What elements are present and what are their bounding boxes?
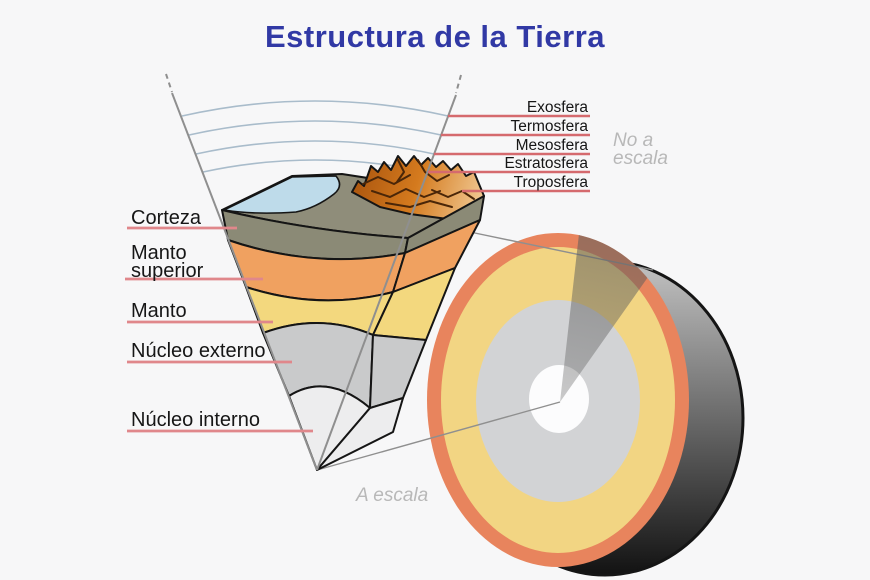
atmosphere-label-troposfera: Troposfera (514, 174, 589, 191)
ocean-surface (223, 175, 341, 214)
layer-label-lines (125, 226, 313, 433)
layer-label-manto-superior-line1: Manto (131, 242, 187, 264)
layer-label-manto-superior-line2: superior (131, 260, 204, 282)
atmosphere-arcs (181, 100, 449, 173)
sight-lines (165, 73, 462, 471)
atmosphere-arc (195, 140, 435, 155)
right-sight-line-dashed (455, 74, 462, 94)
not-to-scale-line1: No a (613, 130, 653, 151)
to-scale-note: A escala (355, 485, 428, 506)
layer-label-manto: Manto (131, 300, 187, 322)
not-to-scale-note: No a escala (613, 130, 668, 169)
disc-wedge-sector (560, 233, 660, 402)
center-connector-line (316, 401, 561, 471)
disc-inner-core (529, 365, 589, 433)
scale-earth-disc (427, 233, 745, 577)
left-sight-line (171, 92, 318, 471)
mountain-ridge-line (417, 159, 450, 182)
layer-label-nucleo-externo: Núcleo externo (131, 340, 266, 362)
mountain-ridge-lines (362, 159, 475, 208)
layer-label-corteza: Corteza (131, 207, 202, 229)
not-to-scale-line2: escala (613, 148, 668, 169)
atmosphere-label-exosfera: Exosfera (527, 99, 589, 116)
mountain-ridge-line (431, 189, 475, 200)
mountain-ridge-line (371, 188, 441, 198)
right-sight-line (316, 94, 457, 471)
mountain-ridge-line (362, 174, 411, 185)
atmosphere-label-lines (428, 114, 590, 193)
left-sight-line-dashed (165, 73, 173, 93)
atmosphere-arc (181, 100, 449, 117)
mountain-ridge-line (396, 159, 405, 183)
atmosphere-arc (188, 120, 442, 136)
mountain-ridge-line (385, 200, 453, 208)
atmosphere-label-estratosfera: Estratosfera (504, 155, 588, 172)
layer-labels: Corteza Manto superior Manto Núcleo exte… (131, 207, 266, 431)
layer-inner-core-side (316, 397, 404, 471)
atmosphere-label-mesosfera: Mesosfera (516, 137, 589, 154)
atmosphere-label-termosfera: Termosfera (510, 118, 588, 135)
page-title: Estructura de la Tierra (265, 19, 605, 54)
layer-label-nucleo-interno: Núcleo interno (131, 409, 260, 431)
atmosphere-labels: Exosfera Termosfera Mesosfera Estratosfe… (504, 99, 588, 191)
